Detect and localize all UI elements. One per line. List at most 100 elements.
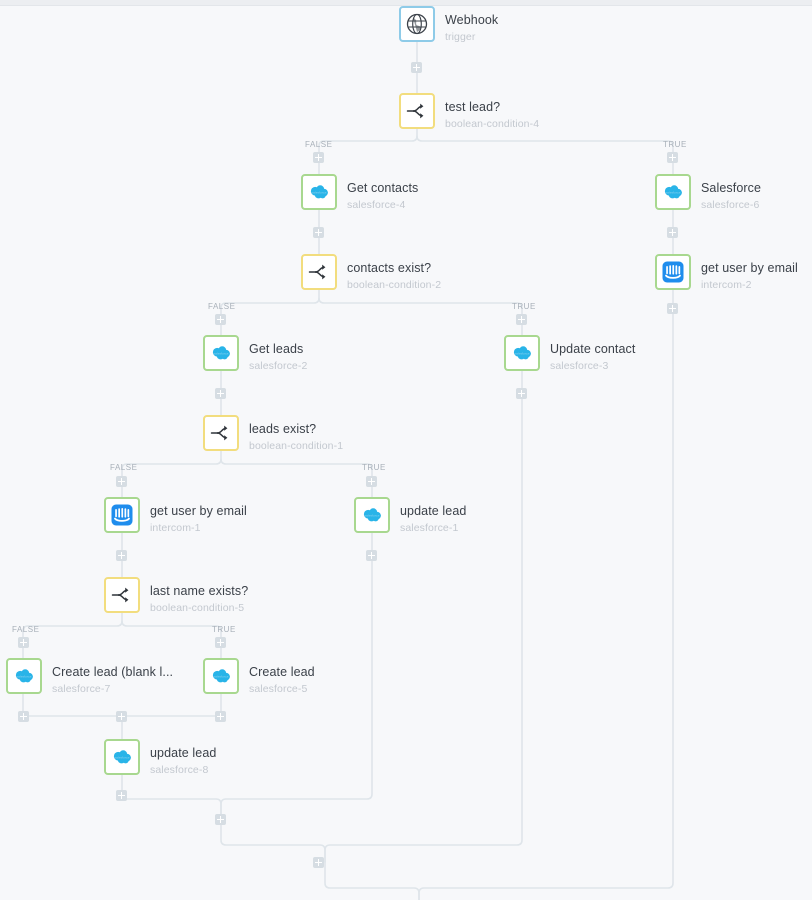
node-last-name-exists[interactable]: [104, 577, 140, 613]
node-label-update-lead-8: update lead salesforce-8: [150, 747, 216, 775]
node-leads-exist[interactable]: [203, 415, 239, 451]
node-get-leads[interactable]: salesforce: [203, 335, 239, 371]
globe-icon: [406, 13, 428, 35]
branch-label-leads-exist-false: FALSE: [110, 463, 138, 472]
svg-text:salesforce: salesforce: [114, 756, 129, 760]
svg-text:salesforce: salesforce: [665, 191, 680, 195]
node-create-lead-blank[interactable]: salesforce: [6, 658, 42, 694]
node-subtitle-intercom-2: intercom-2: [701, 278, 752, 291]
node-webhook[interactable]: [399, 6, 435, 42]
node-subtitle-update-contact: salesforce-3: [550, 359, 609, 372]
node-subtitle-get-leads: salesforce-2: [249, 359, 308, 372]
svg-text:salesforce: salesforce: [16, 675, 31, 679]
branch-icon: [111, 587, 129, 603]
salesforce-icon: salesforce: [113, 750, 131, 764]
add-step-handle-update-lead8-out[interactable]: [116, 790, 127, 801]
node-title-intercom-2: get user by email: [701, 261, 798, 275]
branch-label-test-lead-true: TRUE: [663, 140, 687, 149]
branch-icon: [308, 264, 326, 280]
node-title-update-lead-8: update lead: [150, 746, 217, 760]
branch-label-test-lead-false: FALSE: [305, 140, 333, 149]
add-step-handle-merge-leads[interactable]: [215, 814, 226, 825]
branch-icon: [406, 103, 424, 119]
add-step-handle-false-get-contacts[interactable]: [313, 152, 324, 163]
node-intercom-1[interactable]: [104, 497, 140, 533]
add-step-handle-create-lead-out[interactable]: [215, 711, 226, 722]
node-subtitle-intercom-1: intercom-1: [150, 521, 201, 534]
node-label-test-lead: test lead?boolean-condition-4: [445, 101, 539, 129]
add-step-handle-get-leads-out[interactable]: [215, 388, 226, 399]
node-intercom-2[interactable]: [655, 254, 691, 290]
add-step-handle-webhook-out[interactable]: [411, 62, 422, 73]
node-label-leads-exist: leads exist?boolean-condition-1: [249, 423, 343, 451]
branch-label-leads-exist-true: TRUE: [362, 463, 386, 472]
add-step-handle-true-update-contact[interactable]: [516, 314, 527, 325]
node-create-lead[interactable]: salesforce: [203, 658, 239, 694]
node-title-create-lead: Create lead: [249, 665, 315, 679]
add-step-handle-false-get-leads[interactable]: [215, 314, 226, 325]
app-header-strip: [0, 0, 812, 6]
add-step-handle-update-contact-out[interactable]: [516, 388, 527, 399]
node-title-get-contacts: Get contacts: [347, 181, 419, 195]
node-label-create-lead: Create lead salesforce-5: [249, 666, 315, 694]
add-step-handle-get-contacts-out[interactable]: [313, 227, 324, 238]
node-label-intercom-2: get user by email intercom-2: [701, 262, 798, 290]
node-subtitle-get-contacts: salesforce-4: [347, 198, 406, 211]
node-update-lead-8[interactable]: salesforce: [104, 739, 140, 775]
salesforce-icon: salesforce: [310, 185, 328, 199]
node-subtitle-update-lead-1: salesforce-1: [400, 521, 459, 534]
add-step-handle-salesforce6-out[interactable]: [667, 227, 678, 238]
node-title-create-lead-blank: Create lead (blank l...: [52, 665, 174, 679]
node-label-contacts-exist: contacts exist?boolean-condition-2: [347, 262, 441, 290]
node-subtitle-webhook: trigger: [445, 30, 476, 43]
add-step-handle-update-lead1-out[interactable]: [366, 550, 377, 561]
add-step-handle-false-intercom1[interactable]: [116, 476, 127, 487]
node-update-contact[interactable]: salesforce: [504, 335, 540, 371]
salesforce-icon: salesforce: [212, 669, 230, 683]
add-step-handle-intercom1-out[interactable]: [116, 550, 127, 561]
svg-text:salesforce: salesforce: [311, 191, 326, 195]
edge-contacts-merge-down: [324, 861, 420, 900]
branch-icon: [210, 425, 228, 441]
salesforce-icon: salesforce: [15, 669, 33, 683]
add-step-handle-false-create-blank[interactable]: [18, 637, 29, 648]
edge-intercom2-down: [418, 289, 674, 900]
svg-text:salesforce: salesforce: [514, 352, 529, 356]
edge-leads-merge-down: [220, 818, 326, 863]
add-step-handle-true-update-lead1[interactable]: [366, 476, 377, 487]
node-get-contacts[interactable]: salesforce: [301, 174, 337, 210]
add-step-handle-true-create-lead[interactable]: [215, 637, 226, 648]
branch-label-contacts-exist-true: TRUE: [512, 302, 536, 311]
node-label-get-contacts: Get contacts salesforce-4: [347, 182, 418, 210]
add-step-handle-create-blank-out[interactable]: [18, 711, 29, 722]
node-label-salesforce-6: Salesforce salesforce-6: [701, 182, 761, 210]
branch-label-last-name-exists-false: FALSE: [12, 625, 40, 634]
node-subtitle-leads-exist: boolean-condition-1: [249, 439, 344, 452]
node-title-salesforce-6: Salesforce: [701, 181, 762, 195]
svg-text:salesforce: salesforce: [364, 514, 379, 518]
node-subtitle-create-lead: salesforce-5: [249, 682, 308, 695]
node-contacts-exist[interactable]: [301, 254, 337, 290]
node-test-lead[interactable]: [399, 93, 435, 129]
node-subtitle-salesforce-6: salesforce-6: [701, 198, 760, 211]
salesforce-icon: salesforce: [212, 346, 230, 360]
intercom-icon: [111, 504, 133, 526]
edge-lastname-split-right: [121, 620, 222, 642]
edge-test-true: [416, 135, 674, 157]
svg-text:salesforce: salesforce: [213, 675, 228, 679]
node-title-test-lead: test lead?: [445, 100, 501, 114]
node-update-lead-1[interactable]: salesforce: [354, 497, 390, 533]
add-step-handle-create-merge-mid[interactable]: [116, 711, 127, 722]
node-label-create-lead-blank: Create lead (blank l...salesforce-7: [52, 666, 173, 694]
node-subtitle-update-lead-8: salesforce-8: [150, 763, 209, 776]
add-step-handle-intercom2-out[interactable]: [667, 303, 678, 314]
salesforce-icon: salesforce: [513, 346, 531, 360]
add-step-handle-merge-contacts[interactable]: [313, 857, 324, 868]
add-step-handle-true-salesforce6[interactable]: [667, 152, 678, 163]
edge-contactsexist-split-left: [220, 289, 320, 319]
node-salesforce-6[interactable]: salesforce: [655, 174, 691, 210]
